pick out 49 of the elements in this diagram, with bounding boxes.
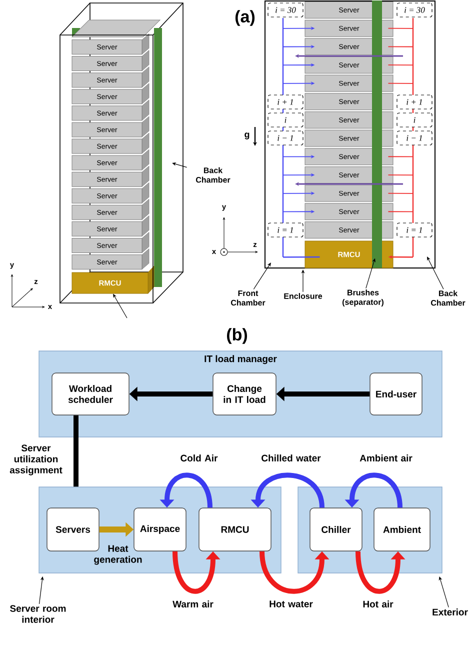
panel-label: (a) xyxy=(235,10,255,26)
index-label: i − 1 xyxy=(396,130,432,146)
enclosure-frame xyxy=(264,0,436,268)
airflow-line xyxy=(388,174,414,176)
axis-label: g xyxy=(244,132,250,140)
process-box: Ambient xyxy=(374,508,430,552)
edge-label: Chilled water xyxy=(262,454,321,462)
index-label: i + 1 xyxy=(396,94,432,110)
airflow-line xyxy=(388,82,414,84)
edge-label: Cold Air xyxy=(180,454,218,462)
process-box: Workload scheduler xyxy=(52,372,130,416)
index-label: i = 30 xyxy=(268,2,304,18)
callout-label: Back Chamber xyxy=(431,290,466,306)
edge-label: Server utilization assignment xyxy=(10,444,62,476)
index-label: i = 30 xyxy=(396,2,432,18)
panel-label: (b) xyxy=(227,328,247,344)
index-label: i xyxy=(396,112,432,128)
leader-line xyxy=(253,262,271,290)
index-label: i + 1 xyxy=(268,94,304,110)
brush-separator xyxy=(372,0,382,268)
airflow-line xyxy=(388,192,414,194)
airflow-line xyxy=(388,156,414,158)
process-box: Change in IT load xyxy=(212,372,276,416)
edge-label: Ambient air xyxy=(360,454,412,462)
airflow-line xyxy=(388,28,414,29)
callout-label: Back Chamber xyxy=(196,167,230,183)
airflow-line xyxy=(388,211,414,212)
edge-label: Hot water xyxy=(270,600,313,608)
index-label: i xyxy=(268,112,304,128)
edge-label: Warm air xyxy=(172,600,214,608)
callout-label: Brushes (separator) xyxy=(342,290,384,306)
airflow-line xyxy=(283,256,320,258)
callout-label: Front Chamber xyxy=(231,290,266,306)
process-box: Chiller xyxy=(310,508,362,552)
index-label: i − 1 xyxy=(268,130,304,146)
callout-label: Exterior xyxy=(432,608,468,616)
index-label: i = 1 xyxy=(268,222,304,238)
process-box: End-user xyxy=(370,372,422,416)
leader-line xyxy=(427,256,444,290)
airflow-line xyxy=(388,46,414,48)
callout-label: Server room interior xyxy=(10,605,66,623)
edge-label: Hot air xyxy=(363,600,394,608)
airflow-line xyxy=(388,64,414,66)
process-box: Servers xyxy=(46,508,100,552)
process-box: Airspace xyxy=(134,508,186,552)
connector-line xyxy=(74,415,78,487)
index-label: i = 1 xyxy=(396,222,432,238)
process-box: RMCU xyxy=(198,508,272,552)
callout-label: Enclosure xyxy=(284,293,322,299)
